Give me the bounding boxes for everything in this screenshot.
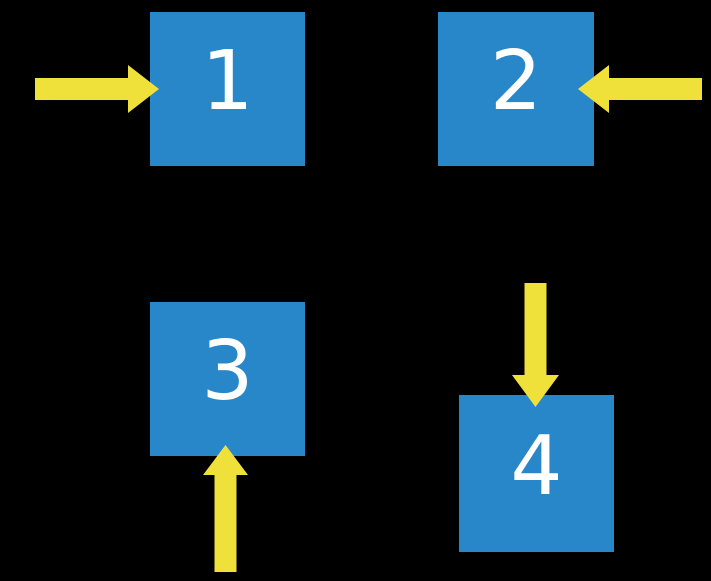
box-4-label: 4 <box>510 418 563 514</box>
box-1: 1 <box>150 12 305 166</box>
box-2: 2 <box>438 12 594 166</box>
box-3: 3 <box>150 302 305 456</box>
box-3-label: 3 <box>201 324 254 419</box>
left-arrow-icon <box>578 65 702 113</box>
box-2-label: 2 <box>489 34 543 129</box>
right-arrow-icon <box>35 65 159 113</box>
box-1-label: 1 <box>201 34 254 129</box>
up-arrow-icon <box>203 445 248 572</box>
down-arrow-icon <box>512 283 559 407</box>
box-4: 4 <box>459 395 614 552</box>
